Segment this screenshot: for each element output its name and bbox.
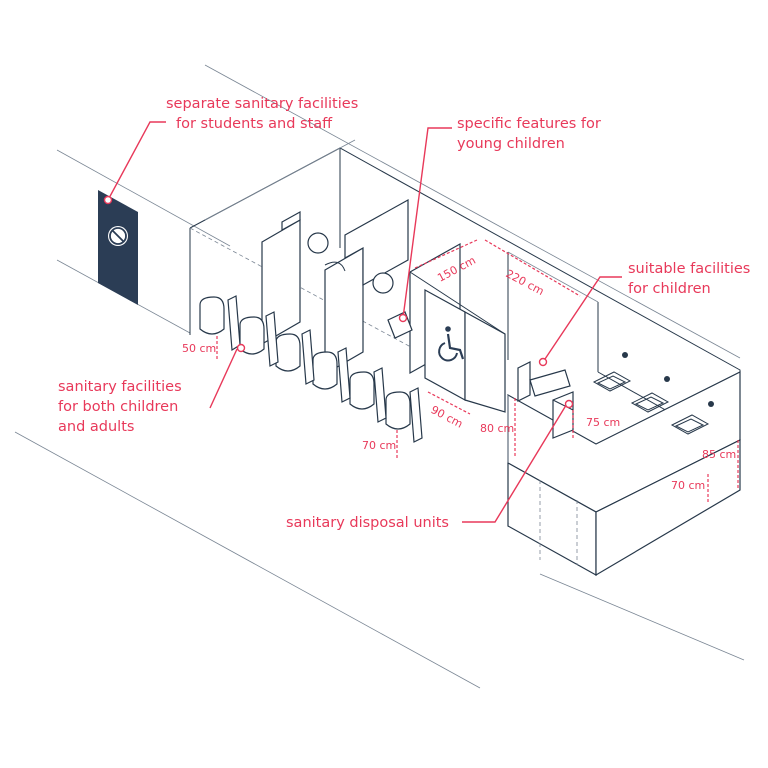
callout-young-line2: young children bbox=[457, 136, 565, 152]
callout-suitable-line1: suitable facilities bbox=[628, 261, 750, 277]
tap-icon bbox=[708, 401, 714, 407]
toilet-roll-icon bbox=[307, 232, 329, 254]
counter-block bbox=[507, 352, 741, 577]
callout-both-line1: sanitary facilities bbox=[58, 379, 182, 395]
wheelchair-icon bbox=[438, 326, 465, 362]
dim-220cm: 220 cm bbox=[504, 267, 547, 298]
sink bbox=[630, 392, 670, 413]
sink bbox=[670, 414, 710, 435]
dim-70cm-urinal: 70 cm bbox=[362, 439, 396, 452]
sink bbox=[592, 371, 632, 392]
dimension-marks bbox=[216, 239, 739, 504]
callout-both-line3: and adults bbox=[58, 419, 134, 435]
dim-70cm-counter: 70 cm bbox=[671, 479, 705, 492]
dim-80cm: 80 cm bbox=[480, 422, 514, 435]
tap-icon bbox=[664, 376, 670, 382]
toilet-roll-icon bbox=[372, 272, 394, 294]
callout-disposal: sanitary disposal units bbox=[286, 515, 449, 531]
callout-suitable-line2: for children bbox=[628, 281, 711, 297]
dim-50cm: 50 cm bbox=[182, 342, 216, 355]
tap-icon bbox=[622, 352, 628, 358]
ground-lines bbox=[14, 64, 745, 689]
dim-90cm: 90 cm bbox=[429, 403, 465, 431]
callout-leaders bbox=[103, 121, 622, 523]
callout-young-line1: specific features for bbox=[457, 116, 601, 132]
dim-75cm: 75 cm bbox=[586, 416, 620, 429]
staff-door bbox=[98, 190, 138, 305]
callout-separate-line1: separate sanitary facilities bbox=[166, 96, 358, 112]
callout-separate-line2: for students and staff bbox=[176, 116, 333, 132]
callout-both-line2: for both children bbox=[58, 399, 178, 415]
dim-85cm: 85 cm bbox=[702, 448, 736, 461]
no-entry-sign-icon bbox=[108, 226, 128, 246]
urinals bbox=[199, 295, 423, 443]
